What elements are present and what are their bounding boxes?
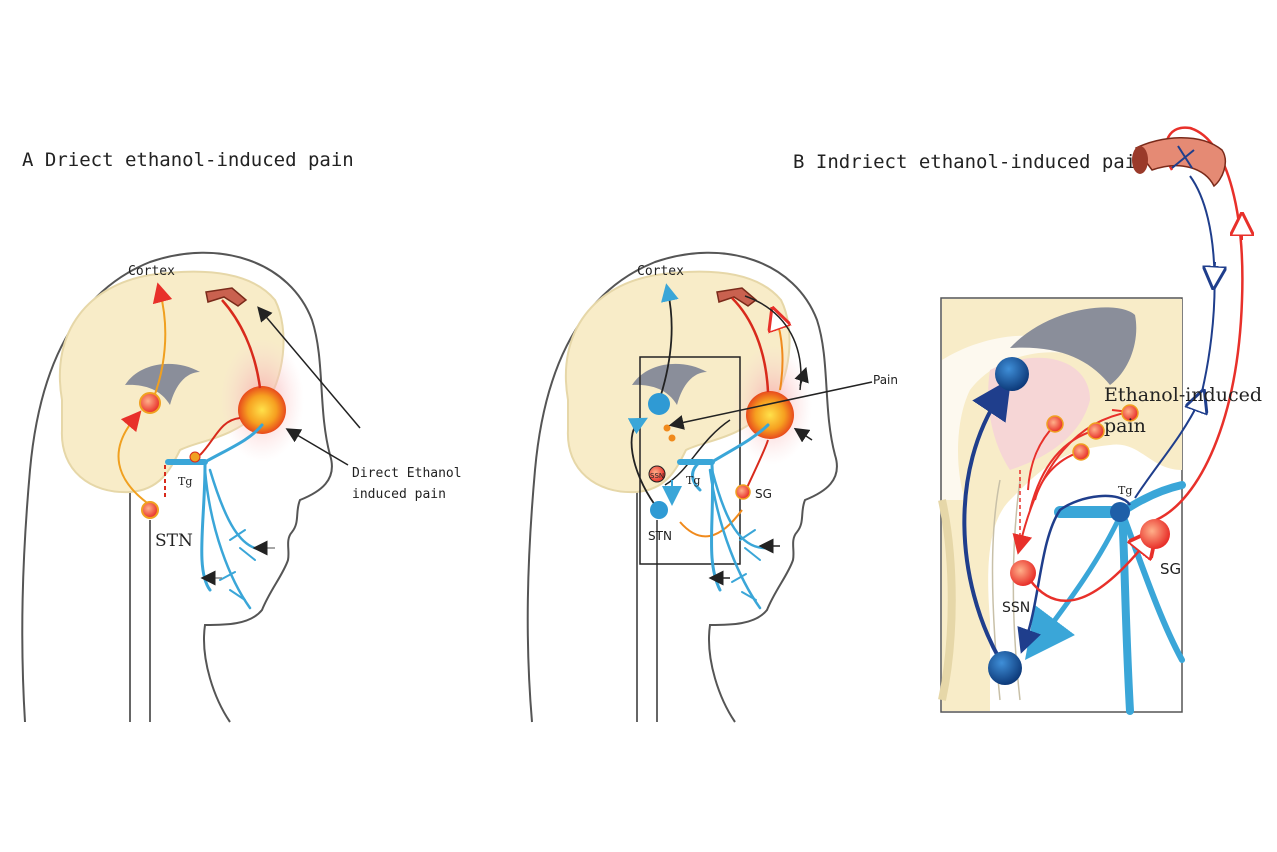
panel-a: A Driect ethanol-induced pain	[21, 149, 462, 723]
panel-b-stn-label: STN	[648, 529, 672, 543]
panel-b-inset-outline	[639, 356, 741, 565]
panel-b-ssn-node	[648, 465, 666, 483]
panel-b-cortex-label: Cortex	[637, 264, 684, 279]
panel-b-small-node-3	[668, 434, 676, 442]
panel-a-red-path-vessel	[221, 299, 262, 389]
panel-b-marker-arrow-1	[794, 366, 809, 387]
panel-a-neck	[129, 480, 151, 722]
panel-b-black-loop	[627, 417, 656, 506]
panel-a-callout-line1: Direct Ethanol	[352, 466, 462, 481]
panel-b-head-outline	[526, 251, 838, 723]
panel-b-small-node-1	[663, 424, 671, 432]
inset-blood-vessel-opening	[1132, 146, 1148, 174]
inset-ssn-node	[1010, 560, 1036, 586]
panel-a-callout-arrow-upper	[257, 306, 361, 429]
inset-ventricle	[1010, 307, 1137, 385]
panel-a-tg-node	[189, 451, 201, 463]
panel-b-neck	[636, 480, 658, 722]
panel-a-red-path-stn	[117, 410, 151, 506]
inset-tg-label: Tg	[1118, 484, 1132, 497]
panel-a-callout-arrow-lower	[285, 428, 349, 466]
panel-b-inset: Ethanol-induced pain Tg SG SSN	[938, 126, 1262, 715]
inset-pain-label: pain	[1104, 415, 1146, 437]
inset-red-node-1	[1121, 404, 1139, 422]
inset-sg-label: SG	[1160, 560, 1181, 578]
inset-ssn-label: SSN	[1002, 600, 1030, 616]
panel-a-ganglion	[238, 386, 286, 434]
inset-red-ssn-sg	[1029, 540, 1148, 603]
panel-a-cortex-label: Cortex	[128, 264, 175, 279]
inset-ethanol-label: Ethanol-induced	[1104, 384, 1262, 406]
panel-b-tg-label: Tg	[686, 474, 700, 487]
panel-a-tg-label: Tg	[178, 475, 192, 488]
panel-a-red-path-cortex	[151, 282, 173, 403]
inset-white-curve	[942, 335, 1090, 500]
panel-b-ssn-small-label: SSN	[650, 472, 664, 480]
panel-a-title: A Driect ethanol-induced pain	[22, 149, 354, 171]
inset-open-blue-arrow	[1214, 261, 1215, 278]
panel-b-red-path-vessel	[731, 297, 770, 393]
panel-b-sg-node	[735, 484, 751, 500]
panel-a-stn-label: STN	[155, 531, 193, 551]
panel-b-stn-node	[650, 501, 668, 519]
panel-b-head: B Indriect ethanol-induced pain	[526, 151, 1148, 723]
panel-b-blue-path-cortex	[659, 283, 679, 399]
panel-b-marker-arrow-2	[793, 427, 813, 443]
panel-b-ganglion	[746, 391, 794, 439]
panel-a-ventricle	[125, 363, 200, 405]
inset-red-vessel-path	[1155, 126, 1244, 522]
panel-b-blood-vessel	[716, 287, 758, 307]
inset-dark-blue-up	[962, 378, 1012, 661]
inset-red-node-2	[1087, 422, 1105, 440]
inset-tg-node	[1110, 502, 1130, 522]
panel-b-thalamus-node	[648, 393, 670, 415]
panel-b-ventricle	[632, 363, 707, 405]
panel-a-thalamus-node	[139, 392, 161, 414]
panel-b-title: B Indriect ethanol-induced pain	[793, 151, 1148, 173]
inset-dark-blue-vessel	[1134, 175, 1216, 499]
inset-sg-node	[1140, 519, 1170, 549]
inset-stn-node	[988, 651, 1022, 685]
inset-yellow-strip	[938, 499, 956, 701]
panel-b-pain-label: Pain	[873, 373, 898, 387]
panel-a-blood-vessel	[205, 287, 248, 307]
inset-thalamus-node	[995, 357, 1029, 391]
panel-b-orange-open-arrow	[776, 318, 783, 391]
inset-dark-blue-down	[1017, 494, 1132, 654]
inset-red-node-3	[1046, 415, 1064, 433]
panel-b-sg-label: SG	[755, 487, 772, 501]
inset-red-node-4	[1072, 443, 1090, 461]
panel-a-callout-line2: induced pain	[352, 487, 446, 502]
panel-a-head-outline	[21, 251, 333, 723]
inset-vessel-cross	[1171, 145, 1195, 169]
panel-a-stn-node	[141, 501, 159, 519]
panel-b-pain-callout	[668, 381, 873, 430]
panel-a-red-path-tg	[199, 417, 241, 456]
